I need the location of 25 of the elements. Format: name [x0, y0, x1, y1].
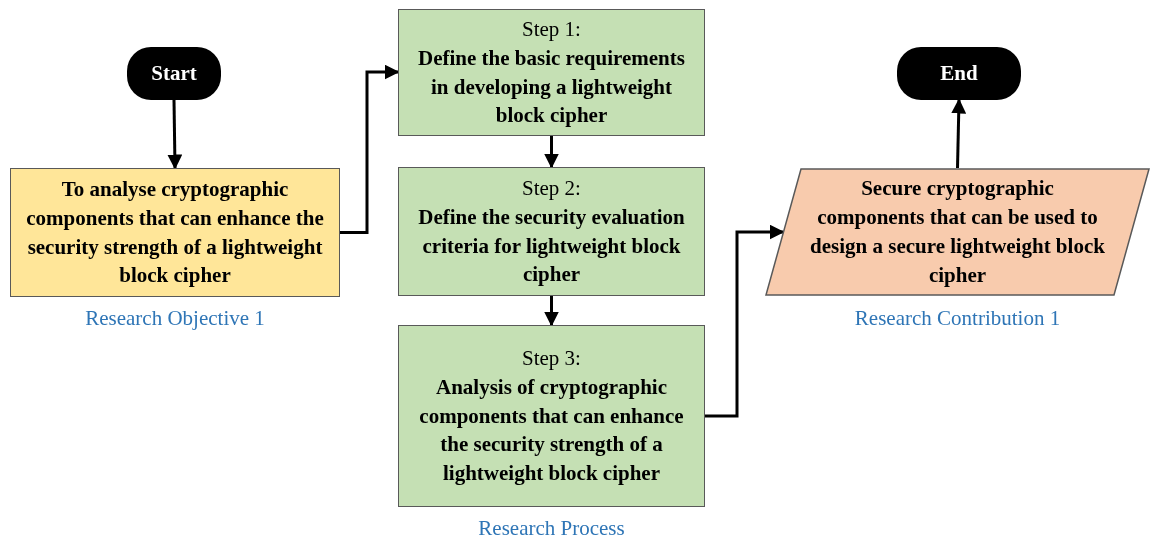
process-box: [398, 167, 705, 296]
arrow: [951, 98, 967, 169]
arrow: [340, 64, 400, 234]
objective-box: [10, 168, 340, 297]
arrow: [544, 296, 559, 327]
section-caption: Research Contribution 1: [854, 306, 1061, 331]
section-caption: Research Objective 1: [85, 306, 265, 331]
node-text: Define the basic requirements in developing a lightweight block cipher: [417, 44, 686, 130]
node-text: Start: [151, 60, 197, 87]
process-box: [398, 325, 705, 507]
node-text: Analysis of cryptographic components that can enhance the security strength of a lightweight block cipher: [418, 373, 685, 488]
arrow: [544, 136, 559, 169]
process-box: [398, 9, 705, 136]
node-text: End: [940, 60, 978, 87]
terminal-pill: [127, 47, 221, 100]
node-text: Secure cryptographic components that can be used to design a secure lightweight block cipher: [809, 175, 1106, 289]
terminal-pill: [897, 47, 1021, 100]
node-text: To analyse cryptographic components that can enhance the security strength of a lightweight block cipher: [25, 175, 325, 290]
section-caption: Research Process: [478, 516, 625, 541]
step-number: Step 2:: [522, 174, 581, 202]
step-number: Step 3:: [522, 344, 581, 372]
node-text: Define the security evaluation criteria for lightweight block cipher: [417, 203, 686, 289]
arrow: [167, 99, 183, 170]
step-number: Step 1:: [522, 15, 581, 43]
output-parallelogram: [765, 168, 1150, 296]
